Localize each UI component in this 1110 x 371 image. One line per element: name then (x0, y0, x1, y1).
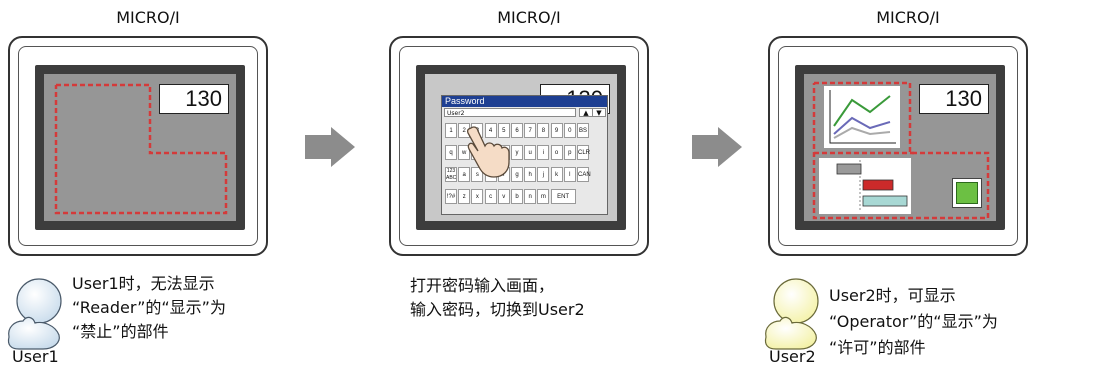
arrow-down-icon[interactable]: ▼ (592, 108, 606, 117)
key[interactable]: 123 ABC (445, 167, 457, 182)
key[interactable]: z (458, 189, 471, 204)
panel-title-2: MICRO/I (497, 8, 561, 27)
lamp-widget (952, 178, 982, 208)
permitted-area-outline (812, 81, 990, 220)
screen-2: 130 Password User2 ▲ ▼ 1234567890BSqwert… (425, 74, 617, 221)
key[interactable]: k (550, 167, 563, 182)
key[interactable]: j (537, 167, 550, 182)
key[interactable]: 0 (563, 123, 576, 138)
screen-1: 130 (44, 74, 236, 221)
key[interactable]: 9 (550, 123, 563, 138)
key[interactable]: v (497, 189, 510, 204)
key[interactable]: s (471, 167, 484, 182)
arrow-up-icon[interactable]: ▲ (579, 108, 593, 117)
key[interactable]: u (524, 145, 537, 160)
user1-avatar-icon (7, 278, 62, 350)
user2-avatar-icon (764, 278, 819, 350)
key[interactable]: x (471, 189, 484, 204)
key[interactable]: h (524, 167, 537, 182)
key[interactable]: i (537, 145, 550, 160)
password-input[interactable]: User2 (444, 108, 576, 117)
user1-label: User1 (12, 347, 59, 366)
restricted-area-outline-1 (54, 83, 228, 215)
caption-middle-1: 打开密码输入画面， (410, 276, 555, 295)
caption-right-3: “许可”的部件 (829, 338, 926, 357)
key[interactable]: g (511, 167, 523, 182)
key[interactable]: l (563, 167, 576, 182)
gantt-chart-widget (819, 158, 911, 214)
caption-right-1: User2时，可显示 (829, 286, 956, 305)
user2-label: User2 (769, 347, 816, 366)
key[interactable]: 7 (524, 123, 537, 138)
key[interactable]: w (458, 145, 471, 160)
key[interactable]: p (563, 145, 576, 160)
key[interactable]: c (484, 189, 497, 204)
key[interactable]: m (537, 189, 550, 204)
caption-right-2: “Operator”的“显示”为 (829, 312, 998, 331)
numeric-display-1: 130 (159, 84, 229, 114)
key[interactable]: n (524, 189, 537, 204)
device-2: 130 Password User2 ▲ ▼ 1234567890BSqwert… (389, 36, 649, 256)
password-keyboard[interactable]: Password User2 ▲ ▼ 1234567890BSqwertyuio… (441, 95, 608, 215)
pointing-hand-icon (466, 126, 510, 178)
key[interactable]: 1 (445, 123, 457, 138)
numeric-display-3: 130 (919, 84, 989, 114)
caption-left-2: “Reader”的“显示”为 (72, 298, 226, 317)
caption-middle-2: 输入密码，切换到User2 (410, 300, 585, 319)
caption-left-1: User1时，无法显示 (72, 274, 215, 293)
key[interactable]: CAN (577, 167, 591, 182)
key[interactable]: ENT (550, 189, 576, 204)
key[interactable]: 8 (537, 123, 550, 138)
keyboard-title: Password (442, 96, 607, 107)
device-1: 130 (8, 36, 268, 256)
panel-title-3: MICRO/I (876, 8, 940, 27)
key[interactable]: b (511, 189, 523, 204)
key[interactable]: 5 (497, 123, 510, 138)
key[interactable]: a (458, 167, 471, 182)
key[interactable]: 4 (484, 123, 497, 138)
key[interactable]: BS (577, 123, 589, 138)
arrow-right-icon (692, 127, 742, 167)
key[interactable]: CLR (577, 145, 590, 160)
key[interactable]: y (511, 145, 523, 160)
key[interactable]: 6 (511, 123, 523, 138)
arrow-right-icon (305, 127, 355, 167)
key[interactable]: !?# (445, 189, 457, 204)
key[interactable]: q (445, 145, 457, 160)
panel-title-1: MICRO/I (116, 8, 180, 27)
caption-left-3: “禁止”的部件 (72, 322, 169, 341)
line-chart-widget (824, 86, 900, 148)
device-3: 130 (768, 36, 1028, 256)
key[interactable]: o (550, 145, 563, 160)
screen-3: 130 (804, 74, 996, 221)
